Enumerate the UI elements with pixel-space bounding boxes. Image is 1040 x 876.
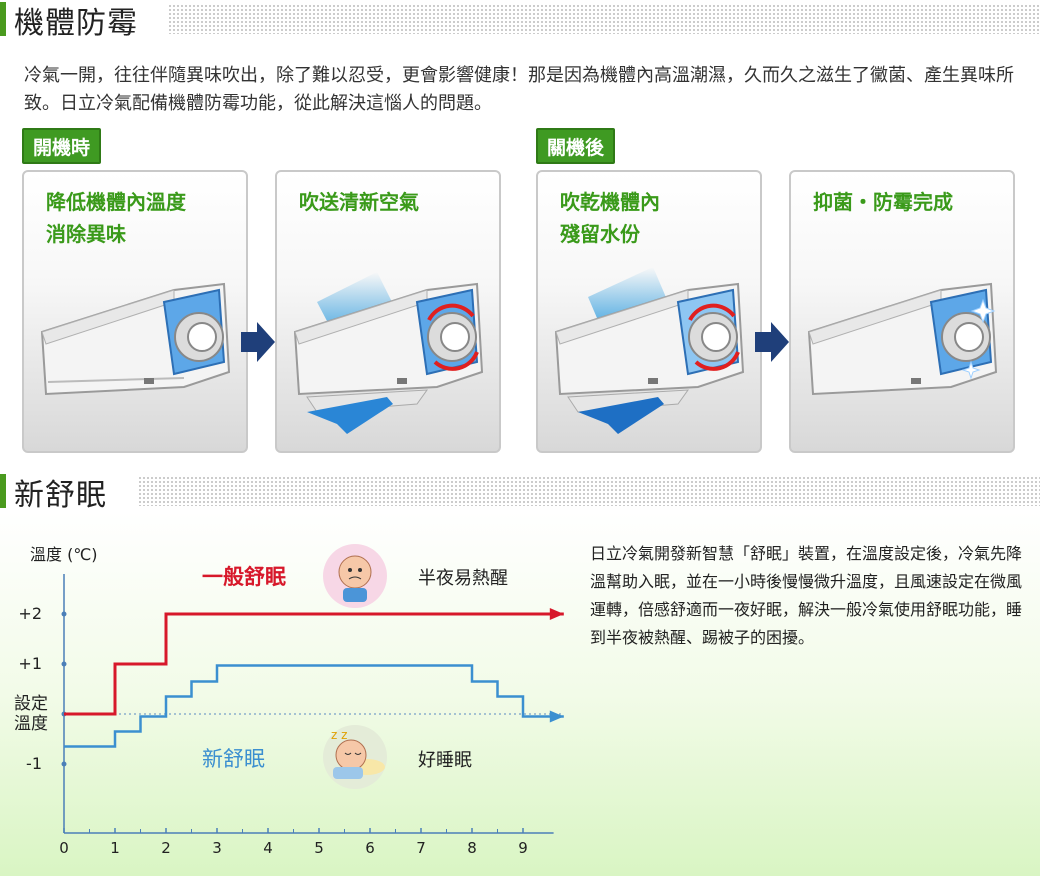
step-title: 降低機體內溫度 消除異味 — [46, 190, 186, 246]
step-title: 吹送清新空氣 — [299, 190, 419, 214]
series-name: 一般舒眠 — [202, 565, 286, 589]
section-title: 新舒眠 — [14, 478, 107, 513]
arrow-right-icon — [755, 322, 789, 362]
x-tick-label: 9 — [518, 839, 528, 857]
section-header-sleep: 新舒眠 — [0, 472, 1040, 513]
section-marker — [0, 474, 6, 508]
y-tick-label: 設定溫度 — [14, 694, 48, 734]
x-tick-label: 2 — [161, 839, 171, 857]
step-card-fresh-air: 吹送清新空氣 — [275, 170, 501, 453]
x-tick-label: 8 — [467, 839, 477, 857]
series-name: 新舒眠 — [202, 747, 265, 771]
step-title: 吹乾機體內 殘留水份 — [560, 190, 660, 246]
ac-unit-illustration — [40, 282, 231, 396]
step-title: 抑菌・防霉完成 — [813, 190, 953, 214]
y-tick-label: -1 — [26, 754, 42, 773]
series-line — [64, 612, 564, 716]
chart-series — [64, 608, 564, 748]
tag-power-off: 關機後 — [536, 128, 616, 164]
awake-baby-icon — [323, 544, 387, 608]
x-tick-label: 6 — [365, 839, 375, 857]
tag-power-on: 開機時 — [22, 128, 102, 164]
ac-unit-drying-illustration — [554, 267, 745, 434]
y-tick-dot — [61, 611, 67, 617]
arrow-right-icon — [241, 322, 275, 362]
sleep-section-background — [0, 512, 1040, 876]
step-card-cool: 降低機體內溫度 消除異味 — [22, 170, 248, 453]
y-axis-label: 溫度 (℃) — [30, 545, 98, 564]
section-title: 機體防霉 — [14, 6, 138, 41]
y-tick-label: +1 — [18, 654, 42, 673]
y-tick-dot — [61, 661, 67, 667]
intro-paragraph: 冷氣一開，往往伴隨異味吹出，除了難以忍受，更會影響健康！那是因為機體內高溫潮濕，… — [24, 65, 1014, 114]
sleeping-baby-icon: z z — [323, 725, 387, 789]
section-header-antimold: 機體防霉 — [0, 0, 1040, 41]
y-tick-label: +2 — [18, 604, 42, 623]
chart-axes — [61, 574, 564, 834]
x-tick-label: 7 — [416, 839, 426, 857]
ac-unit-airflow-illustration — [293, 272, 484, 434]
step-card-dry: 吹乾機體內 殘留水份 — [536, 170, 762, 453]
series-line — [64, 664, 564, 748]
step-card-complete: 抑菌・防霉完成 — [789, 170, 1015, 453]
series-arrowhead — [549, 608, 564, 620]
header-dotted-background — [138, 476, 1040, 506]
x-tick-label: 0 — [59, 839, 69, 857]
header-dotted-background — [168, 4, 1040, 34]
y-tick-dot — [61, 761, 67, 767]
x-tick-label: 1 — [110, 839, 120, 857]
ac-unit-clean-illustration — [807, 282, 998, 396]
section-marker — [0, 2, 6, 36]
series-arrowhead — [549, 710, 564, 723]
x-tick-label: 3 — [212, 839, 222, 857]
series-note: 好睡眠 — [418, 750, 472, 771]
x-tick-label: 5 — [314, 839, 324, 857]
x-tick-label: 4 — [263, 839, 273, 857]
sleep-description: 日立冷氣開發新智慧「舒眠」裝置，在溫度設定後，冷氣先降溫幫助入眠，並在一小時後慢… — [590, 544, 1023, 647]
svg-text:z z: z z — [331, 728, 347, 742]
series-note: 半夜易熱醒 — [418, 568, 508, 589]
